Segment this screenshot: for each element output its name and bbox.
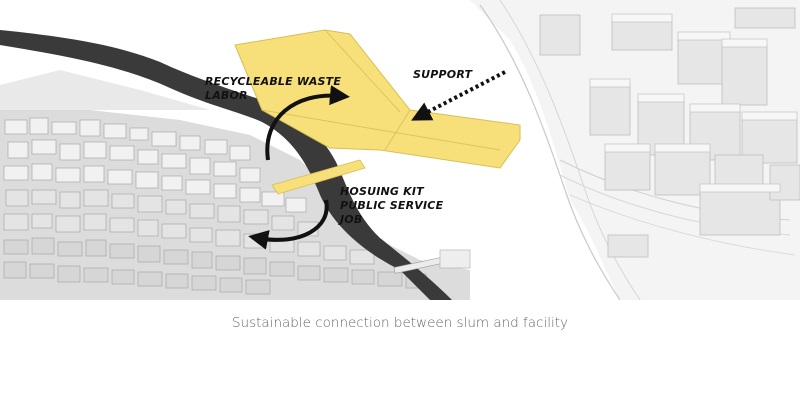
support-dotted-arrow-icon [411,70,506,121]
figure-caption: Sustainable connection between slum and … [231,315,569,331]
housing-label-line3: JOB [340,213,363,226]
river [0,30,452,300]
recycle-label: RECYCLEABLE WASTE LABOR [205,75,341,103]
recycle-label-line1: RECYCLEABLE WASTE [205,75,342,88]
lower-curved-arrow-icon [248,199,329,250]
support-label: SUPPORT [413,68,472,82]
facility-building [234,29,521,195]
housing-label: HOSUING KIT PUBLIC SERVICE JOB [340,185,443,227]
bridge [393,249,471,274]
recycle-label-line2: LABOR [205,89,248,102]
buildings-slum [3,117,427,295]
housing-label-line1: HOSUING KIT [340,185,424,198]
buildings-right [539,7,800,258]
site-model-illustration [0,0,800,300]
upper-curved-arrow-icon [265,85,350,161]
support-label-text: SUPPORT [413,68,473,81]
housing-label-line2: PUBLIC SERVICE [340,199,444,212]
